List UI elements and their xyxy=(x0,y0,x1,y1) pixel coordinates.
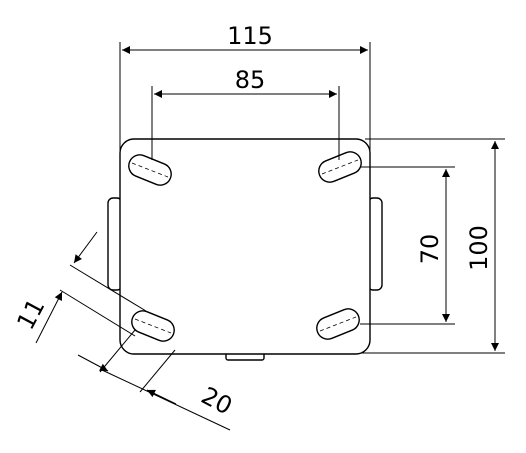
slot-bottom-right xyxy=(316,308,360,340)
slot-top-right xyxy=(318,151,362,183)
top-plate-outline xyxy=(119,138,371,355)
dim-line-11-a xyxy=(73,231,98,264)
dim-text-100: 100 xyxy=(465,225,493,271)
dim-line-11-b xyxy=(35,291,63,344)
dim-text-11: 11 xyxy=(11,294,50,334)
dim-text-85: 85 xyxy=(235,66,266,94)
dim-text-20: 20 xyxy=(197,381,237,420)
slot-top-left xyxy=(128,154,172,186)
dim-text-115: 115 xyxy=(227,22,273,50)
mounting-slots xyxy=(128,154,172,186)
slot-bottom-left xyxy=(131,310,175,342)
dim-text-70: 70 xyxy=(416,234,444,265)
dim-line-20 xyxy=(101,369,231,431)
